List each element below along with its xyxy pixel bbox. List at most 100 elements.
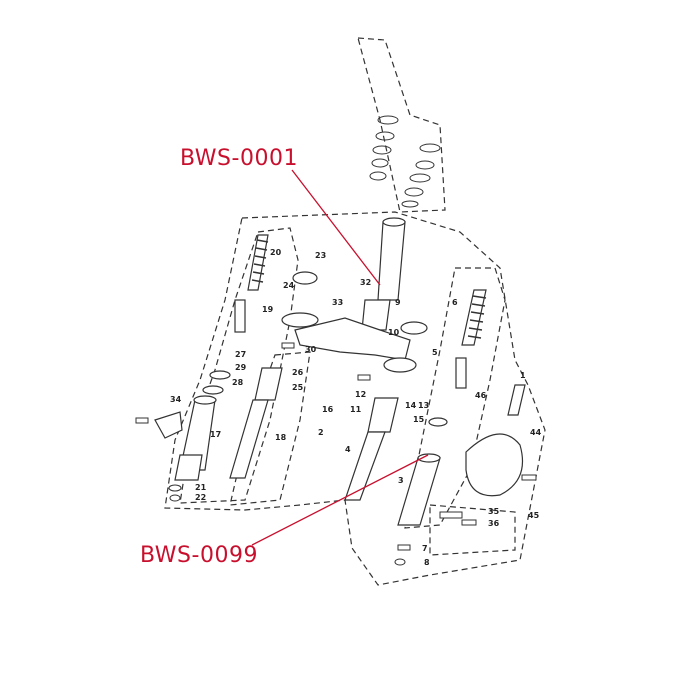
right-inner-spring — [367, 397, 399, 433]
cap-bolt — [292, 271, 318, 285]
bearing-race — [419, 143, 441, 153]
part-number-label: 12 — [355, 390, 366, 399]
part-number-label: 9 — [395, 298, 401, 307]
assembly-boundaries — [164, 37, 546, 586]
steering-stem — [361, 217, 406, 331]
steering-washer — [375, 131, 395, 141]
right-spring — [461, 289, 487, 346]
part-number-label: 11 — [350, 405, 362, 414]
right-tube-top — [417, 453, 441, 463]
part-number-label: 35 — [488, 507, 500, 516]
bracket-clamp-right — [383, 357, 417, 373]
damper-rod — [234, 299, 246, 333]
callout-upper-label: BWS-0001 — [180, 146, 298, 171]
right-spring-coils — [467, 295, 487, 339]
bearing-race — [404, 187, 424, 197]
bolt-30 — [281, 342, 295, 349]
bracket-boundary — [429, 504, 516, 556]
part-number-label: 32 — [360, 278, 371, 287]
part-number-label: 44 — [530, 428, 542, 437]
washer-21 — [168, 484, 182, 492]
nut-22 — [169, 494, 181, 502]
part-number-label: 45 — [528, 511, 540, 520]
callout-leaders — [251, 169, 429, 546]
right-oil-lock — [428, 417, 448, 427]
right-cap-bolt — [400, 321, 428, 335]
steering-washer — [371, 158, 389, 168]
brake-cable-guide — [507, 384, 526, 416]
part-number-label: 16 — [322, 405, 334, 414]
bearing-race — [415, 160, 435, 170]
steering-washer — [372, 145, 392, 155]
steering-stack — [369, 115, 441, 208]
part-number-label: 13 — [418, 401, 429, 410]
left-leg-boundary — [179, 227, 299, 504]
leader-upper — [291, 169, 381, 286]
part-number-label: 46 — [475, 391, 487, 400]
part-number-label: 34 — [170, 395, 182, 404]
part-number-label: 36 — [488, 519, 500, 528]
left-spring-coils — [251, 239, 269, 283]
part-number-label: 23 — [315, 251, 326, 260]
bolt-12 — [357, 374, 371, 381]
outer-boundary — [164, 211, 546, 586]
part-number-label: 21 — [195, 483, 207, 492]
bearing-race — [401, 200, 419, 208]
bolt-45 — [521, 474, 537, 481]
stem-shaft — [377, 221, 406, 301]
bolt-7 — [397, 544, 411, 551]
part-number-label: 22 — [195, 493, 206, 502]
clip-35 — [439, 511, 463, 519]
part-number-label: 24 — [283, 281, 295, 290]
left-fork — [154, 234, 318, 481]
part-number-label: 20 — [270, 248, 282, 257]
right-damper-rod — [455, 357, 467, 389]
right-fork — [344, 289, 526, 526]
part-number-label: 8 — [424, 558, 430, 567]
part-number-label: 25 — [292, 383, 304, 392]
washer-8 — [394, 558, 406, 566]
right-inner-tube — [344, 431, 386, 501]
part-number-label: 14 — [405, 401, 417, 410]
part-number-label: 4 — [345, 445, 351, 454]
steering-nut — [377, 115, 399, 125]
bolt-34 — [135, 417, 149, 424]
part-number-label: 10 — [388, 328, 400, 337]
part-number-label: 7 — [422, 544, 428, 553]
part-number-label: 18 — [275, 433, 287, 442]
part-number-label: 1 — [520, 371, 526, 380]
part-number-label: 17 — [210, 430, 221, 439]
oil-lock — [202, 385, 224, 395]
left-inner-tube — [229, 399, 269, 479]
brake-disc — [465, 433, 524, 497]
steering-washer — [369, 171, 387, 181]
part-number-label: 2 — [318, 428, 324, 437]
part-number-label: 15 — [413, 415, 425, 424]
bolt-36 — [461, 519, 477, 526]
part-number-label: 27 — [235, 350, 246, 359]
part-number-label: 3 — [398, 476, 404, 485]
right-outer-tube — [397, 457, 441, 526]
bearing-race — [409, 173, 431, 183]
steering-boundary — [357, 37, 446, 213]
stem-collar — [361, 299, 391, 331]
part-number-label: 19 — [262, 305, 274, 314]
part-number-label: 26 — [292, 368, 304, 377]
piston-ring — [209, 370, 231, 380]
part-number-label: 6 — [452, 298, 458, 307]
part-number-label: 5 — [432, 348, 438, 357]
left-tube-top — [193, 395, 217, 405]
leader-lower — [251, 454, 429, 546]
part-number-label: 33 — [332, 298, 343, 307]
right-leg-boundary — [404, 267, 506, 529]
callout-lower-label: BWS-0099 — [140, 543, 258, 568]
left-axle-lug — [174, 454, 203, 481]
left-bracket — [154, 411, 183, 439]
left-inner-spring — [254, 367, 283, 401]
hardware — [135, 342, 537, 566]
part-number-label: 28 — [232, 378, 244, 387]
bracket-clamp-left — [281, 312, 319, 328]
